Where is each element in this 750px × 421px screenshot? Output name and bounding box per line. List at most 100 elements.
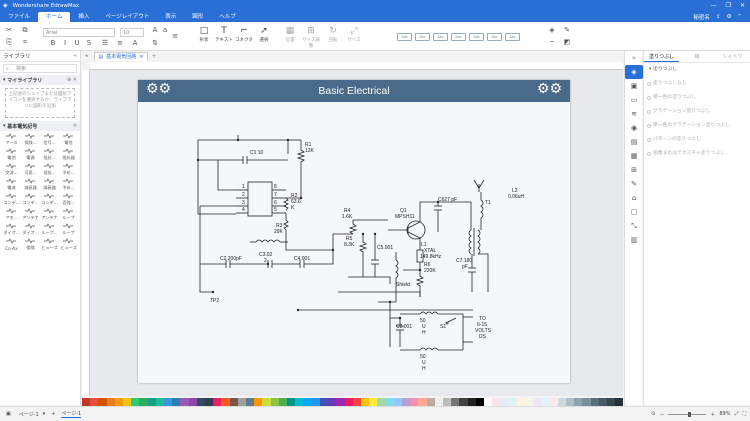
color-swatch[interactable]	[377, 398, 386, 406]
fill-option-pattern[interactable]: パターンの塗りつぶし	[644, 133, 750, 147]
color-swatch[interactable]	[393, 398, 402, 406]
line-color-icon[interactable]: ✎	[564, 26, 570, 34]
color-swatch[interactable]	[221, 398, 230, 406]
library-search-input[interactable]: ⌕ 検索	[3, 64, 77, 73]
color-swatch[interactable]	[483, 398, 493, 406]
cut-icon[interactable]: ✂	[6, 26, 12, 34]
chart-icon[interactable]: ▤	[630, 138, 638, 146]
zoom-slider[interactable]	[668, 411, 707, 417]
page-selector[interactable]: ページ-1	[18, 411, 39, 418]
color-swatch[interactable]	[229, 398, 238, 406]
menu-shape[interactable]: 図形	[192, 14, 204, 20]
comment-icon[interactable]: ▢	[630, 208, 638, 216]
library-shape[interactable]: 電信	[59, 133, 78, 146]
library-shape[interactable]: ダイオ...	[21, 223, 40, 236]
style-preset-7[interactable]: Abc	[505, 33, 520, 41]
fullscreen-icon[interactable]: ⛶	[742, 411, 746, 417]
color-swatch[interactable]	[328, 398, 337, 406]
organize-icon[interactable]: ⤡	[631, 222, 637, 230]
settings-icon[interactable]: ⚙	[726, 13, 732, 20]
diagram-title[interactable]: Basic Electrical	[318, 85, 390, 97]
color-swatch[interactable]	[385, 398, 394, 406]
italic-icon[interactable]: I	[63, 39, 67, 47]
increase-font-icon[interactable]: A	[152, 26, 158, 34]
text-direction-icon[interactable]: ⇅	[152, 39, 158, 47]
color-swatch[interactable]	[344, 398, 353, 406]
size-button[interactable]: ⤢サイズ	[343, 26, 365, 43]
color-swatch[interactable]	[155, 398, 165, 406]
menu-help[interactable]: ヘルプ	[219, 14, 236, 20]
library-shape[interactable]: コンデ...	[40, 193, 59, 206]
library-shape[interactable]: 予め...	[59, 178, 78, 191]
layers-icon[interactable]: ≋	[631, 110, 637, 118]
color-swatch[interactable]	[360, 398, 370, 406]
focus-icon[interactable]: ⊙	[651, 411, 656, 417]
zoom-slider-handle[interactable]	[688, 411, 692, 417]
basic-electrical-section[interactable]: ▾ 基本電気記号 ✕	[0, 121, 80, 131]
color-swatch[interactable]	[508, 398, 517, 406]
diagram-page[interactable]: ⚙⚙ Basic Electrical ⚙⚙	[138, 80, 570, 383]
color-swatch[interactable]	[311, 398, 320, 406]
share-icon[interactable]: ⇪	[715, 13, 721, 20]
zoom-in-icon[interactable]: ＋	[710, 411, 716, 418]
style-preset-2[interactable]: Abc	[415, 33, 430, 41]
fill-icon[interactable]: ◈	[549, 26, 555, 34]
library-shape[interactable]: 信号...	[40, 133, 59, 146]
shape-tool-button[interactable]: □形状	[193, 26, 215, 43]
theme-icon[interactable]: ◉	[630, 124, 638, 132]
maximize-button[interactable]: ❐	[725, 2, 731, 9]
library-shape[interactable]: ループ...	[40, 223, 59, 236]
connector-tool-button[interactable]: ⌐コネクタ	[233, 26, 255, 43]
color-swatch[interactable]	[164, 398, 173, 406]
close-section-icon[interactable]: ✕	[72, 123, 77, 129]
close-button[interactable]: ✕	[739, 2, 745, 9]
color-swatch[interactable]	[303, 398, 312, 406]
circuit-schematic[interactable]: C1 10 R1 12K R2 63.6 K R3 29K 1 2 3 4 8 …	[138, 102, 570, 383]
library-shape[interactable]: アモ...	[2, 208, 21, 221]
add-page-icon[interactable]: +	[51, 411, 56, 417]
menu-view[interactable]: 表示	[165, 14, 177, 20]
library-shape[interactable]: 電源	[21, 148, 40, 161]
color-swatch[interactable]	[418, 398, 427, 406]
library-shape[interactable]: 抵抗...	[40, 163, 59, 176]
library-shape[interactable]: ループ	[59, 223, 78, 236]
color-swatch[interactable]	[278, 398, 288, 406]
zoom-out-icon[interactable]: －	[659, 411, 665, 418]
fill-panel-icon[interactable]: ◈	[625, 65, 643, 79]
rotate-button[interactable]: ↻回転	[322, 26, 344, 43]
color-swatch[interactable]	[106, 398, 115, 406]
page-tab[interactable]: ページ-1	[61, 411, 82, 418]
expand-panel-icon[interactable]: »	[631, 54, 637, 62]
user-name[interactable]: 秘密名	[693, 14, 710, 21]
color-swatch[interactable]	[410, 398, 419, 406]
more-text-icon[interactable]: ≡	[172, 32, 178, 40]
color-swatch[interactable]	[254, 398, 263, 406]
library-shape[interactable]: 予め...	[59, 163, 78, 176]
library-shape[interactable]: ヒューズ	[59, 238, 78, 251]
library-shape[interactable]: 可変...	[21, 163, 40, 176]
color-swatch[interactable]	[467, 398, 476, 406]
library-shape[interactable]: 抵抗...	[40, 148, 59, 161]
color-swatch[interactable]	[615, 398, 624, 406]
library-shape[interactable]: 抵抗器	[59, 148, 78, 161]
color-swatch[interactable]	[492, 398, 501, 406]
fill-option-single-gradient[interactable]: 単一色のグラデーション塗りつぶし	[644, 119, 750, 133]
color-swatch[interactable]	[557, 398, 566, 406]
color-swatch[interactable]	[598, 398, 607, 406]
color-swatch[interactable]	[90, 398, 99, 406]
color-swatch[interactable]	[114, 398, 124, 406]
style-preset-4[interactable]: Abc	[451, 33, 466, 41]
library-shape[interactable]: 減衰器	[40, 178, 59, 191]
color-swatch[interactable]	[524, 398, 534, 406]
tab-line[interactable]: 線	[694, 54, 700, 60]
color-swatch[interactable]	[541, 398, 550, 406]
page-selector-arrow-icon[interactable]: ▾	[42, 411, 46, 417]
library-shape[interactable]: ループ	[59, 208, 78, 221]
history-icon[interactable]: ▥	[630, 236, 638, 244]
minimize-button[interactable]: —	[710, 2, 717, 9]
document-tab[interactable]: ▤ 基本電気回路 ✕	[93, 51, 149, 61]
color-swatch[interactable]	[352, 398, 361, 406]
font-size-select[interactable]: 10	[120, 28, 144, 37]
page-panel-icon[interactable]: ▭	[630, 96, 638, 104]
color-swatch[interactable]	[426, 398, 435, 406]
